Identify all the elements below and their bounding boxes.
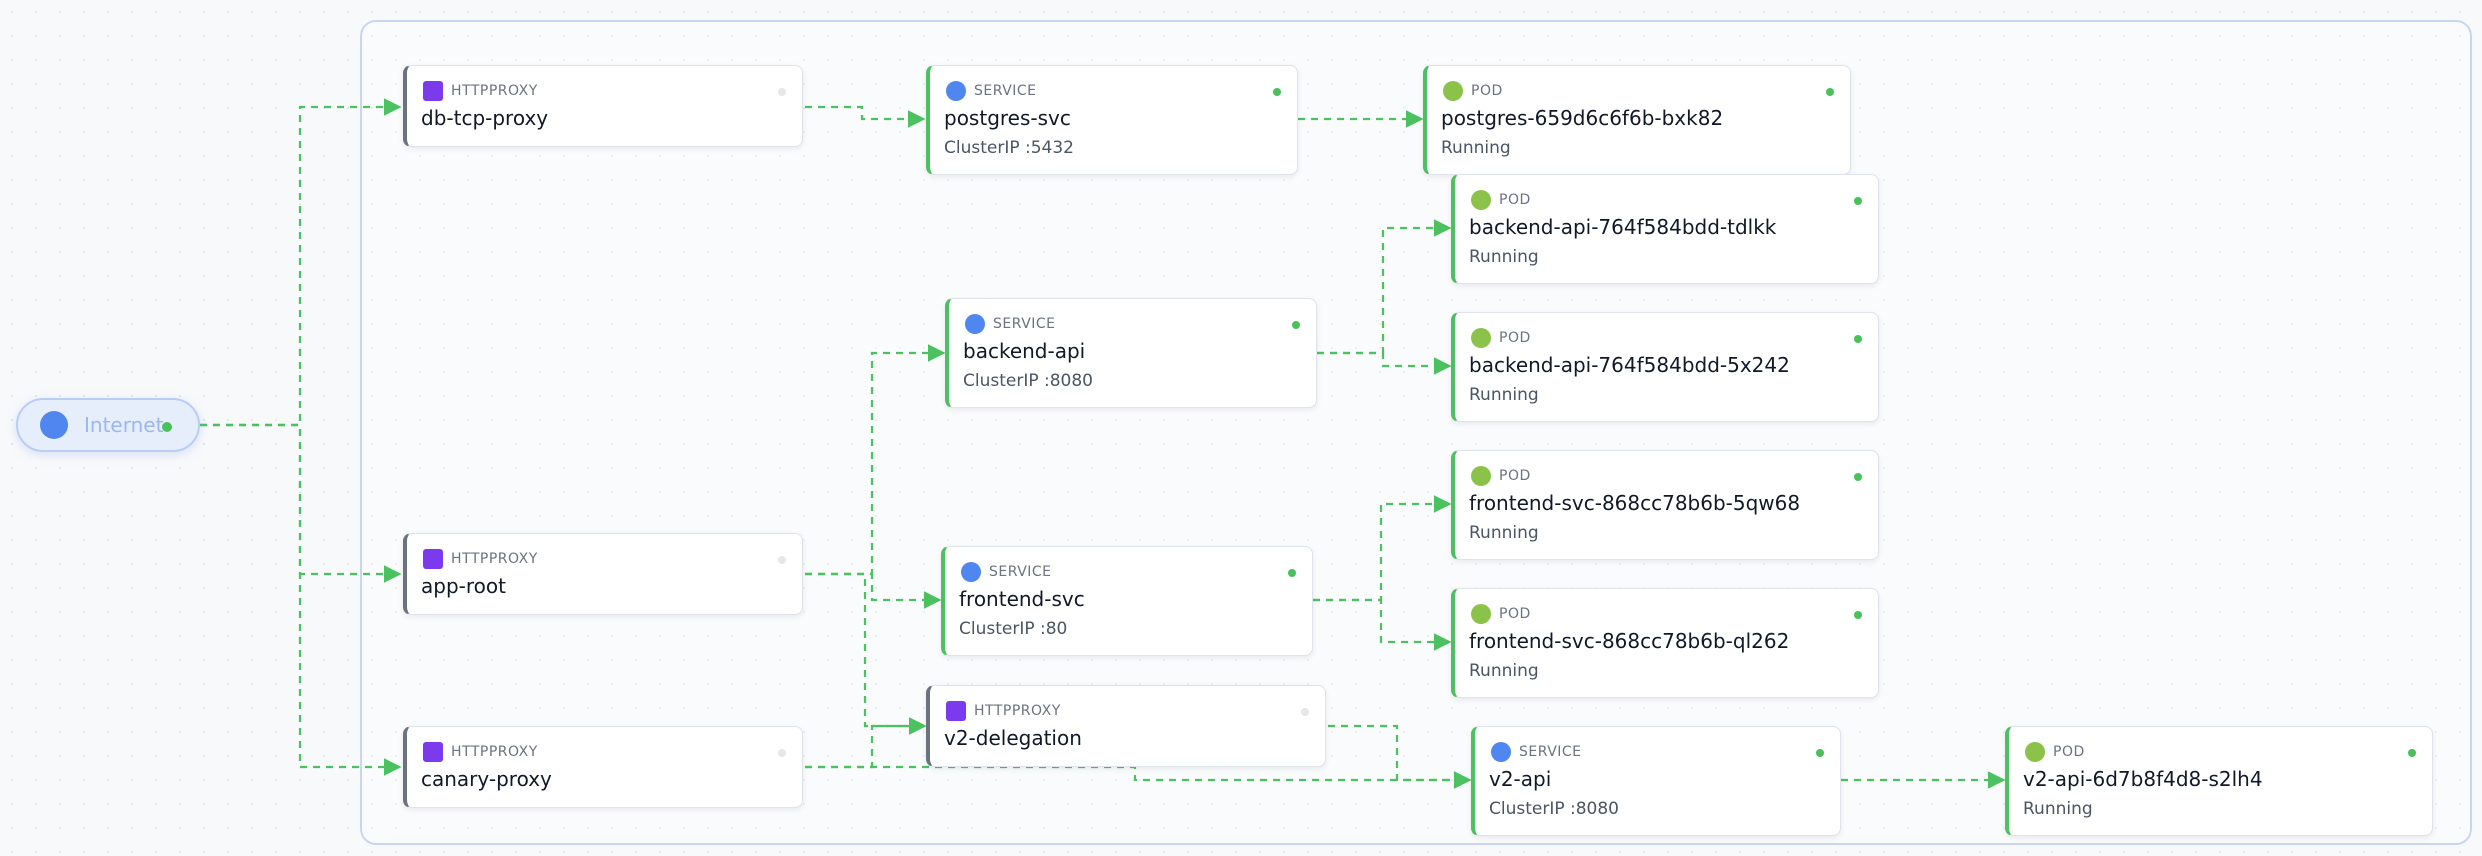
- node-pod-frontend-svc-5qw68[interactable]: POD frontend-svc-868cc78b6b-5qw68 Runnin…: [1451, 450, 1879, 560]
- node-title: app-root: [421, 574, 506, 598]
- pod-status: Running: [1441, 138, 1511, 158]
- pod-status: Running: [1469, 661, 1539, 681]
- node-kind: HTTPPROXY: [451, 551, 538, 567]
- node-title: v2-delegation: [944, 726, 1082, 750]
- status-dot: [1854, 473, 1862, 481]
- node-backend-api[interactable]: SERVICE backend-api ClusterIP :8080: [945, 298, 1317, 408]
- status-dot: [1301, 708, 1309, 716]
- node-kind: SERVICE: [974, 83, 1037, 99]
- node-title: db-tcp-proxy: [421, 106, 549, 130]
- node-subtitle: ClusterIP :8080: [963, 371, 1093, 391]
- node-title: frontend-svc-868cc78b6b-ql262: [1469, 629, 1790, 653]
- pod-icon: [1471, 466, 1491, 486]
- status-dot: [778, 749, 786, 757]
- node-pod-backend-api-5x242[interactable]: POD backend-api-764f584bdd-5x242 Running: [1451, 312, 1879, 422]
- node-title: frontend-svc-868cc78b6b-5qw68: [1469, 491, 1801, 515]
- node-kind: HTTPPROXY: [451, 744, 538, 760]
- internet-label: Internet: [84, 413, 164, 437]
- status-dot: [1816, 749, 1824, 757]
- node-pod-v2-api[interactable]: POD v2-api-6d7b8f4d8-s2lh4 Running: [2005, 726, 2433, 836]
- node-title: frontend-svc: [959, 587, 1085, 611]
- node-title: v2-api-6d7b8f4d8-s2lh4: [2023, 767, 2263, 791]
- node-title: postgres-svc: [944, 106, 1071, 130]
- httpproxy-icon: [946, 701, 966, 721]
- node-kind: POD: [2053, 744, 2085, 760]
- status-dot: [162, 422, 172, 432]
- node-canary-proxy[interactable]: HTTPPROXY canary-proxy: [403, 726, 803, 808]
- node-title: backend-api-764f584bdd-tdlkk: [1469, 215, 1777, 239]
- status-dot: [1273, 88, 1281, 96]
- httpproxy-icon: [423, 742, 443, 762]
- pod-icon: [1471, 604, 1491, 624]
- node-subtitle: ClusterIP :5432: [944, 138, 1074, 158]
- node-kind: SERVICE: [993, 316, 1056, 332]
- globe-icon: [40, 411, 68, 439]
- node-postgres-svc[interactable]: SERVICE postgres-svc ClusterIP :5432: [926, 65, 1298, 175]
- node-title: canary-proxy: [421, 767, 552, 791]
- node-title: backend-api-764f584bdd-5x242: [1469, 353, 1790, 377]
- status-dot: [1854, 197, 1862, 205]
- node-v2-api[interactable]: SERVICE v2-api ClusterIP :8080: [1471, 726, 1841, 836]
- status-dot: [1854, 611, 1862, 619]
- node-kind: SERVICE: [1519, 744, 1582, 760]
- pod-status: Running: [1469, 523, 1539, 543]
- node-kind: POD: [1471, 83, 1503, 99]
- pod-icon: [1471, 190, 1491, 210]
- status-dot: [778, 88, 786, 96]
- status-dot: [2408, 749, 2416, 757]
- node-kind: SERVICE: [989, 564, 1052, 580]
- node-frontend-svc[interactable]: SERVICE frontend-svc ClusterIP :80: [941, 546, 1313, 656]
- node-subtitle: ClusterIP :8080: [1489, 799, 1619, 819]
- service-icon: [946, 81, 966, 101]
- pod-icon: [2025, 742, 2045, 762]
- node-v2-delegation[interactable]: HTTPPROXY v2-delegation: [926, 685, 1326, 767]
- pod-icon: [1443, 81, 1463, 101]
- pod-icon: [1471, 328, 1491, 348]
- pod-status: Running: [1469, 247, 1539, 267]
- httpproxy-icon: [423, 549, 443, 569]
- node-app-root[interactable]: HTTPPROXY app-root: [403, 533, 803, 615]
- service-icon: [961, 562, 981, 582]
- node-title: postgres-659d6c6f6b-bxk82: [1441, 106, 1724, 130]
- service-icon: [1491, 742, 1511, 762]
- node-kind: POD: [1499, 606, 1531, 622]
- node-kind: POD: [1499, 192, 1531, 208]
- node-kind: POD: [1499, 468, 1531, 484]
- node-subtitle: ClusterIP :80: [959, 619, 1068, 639]
- node-kind: POD: [1499, 330, 1531, 346]
- pod-status: Running: [2023, 799, 2093, 819]
- node-db-tcp-proxy[interactable]: HTTPPROXY db-tcp-proxy: [403, 65, 803, 147]
- pod-status: Running: [1469, 385, 1539, 405]
- node-title: backend-api: [963, 339, 1086, 363]
- service-icon: [965, 314, 985, 334]
- node-kind: HTTPPROXY: [974, 703, 1061, 719]
- status-dot: [1292, 321, 1300, 329]
- node-kind: HTTPPROXY: [451, 83, 538, 99]
- httpproxy-icon: [423, 81, 443, 101]
- status-dot: [778, 556, 786, 564]
- node-title: v2-api: [1489, 767, 1552, 791]
- namespace-group-frame: [360, 20, 2472, 845]
- node-pod-postgres[interactable]: POD postgres-659d6c6f6b-bxk82 Running: [1423, 65, 1851, 175]
- status-dot: [1288, 569, 1296, 577]
- status-dot: [1826, 88, 1834, 96]
- internet-node[interactable]: Internet: [16, 398, 200, 452]
- node-pod-frontend-svc-ql262[interactable]: POD frontend-svc-868cc78b6b-ql262 Runnin…: [1451, 588, 1879, 698]
- node-pod-backend-api-tdlkk[interactable]: POD backend-api-764f584bdd-tdlkk Running: [1451, 174, 1879, 284]
- status-dot: [1854, 335, 1862, 343]
